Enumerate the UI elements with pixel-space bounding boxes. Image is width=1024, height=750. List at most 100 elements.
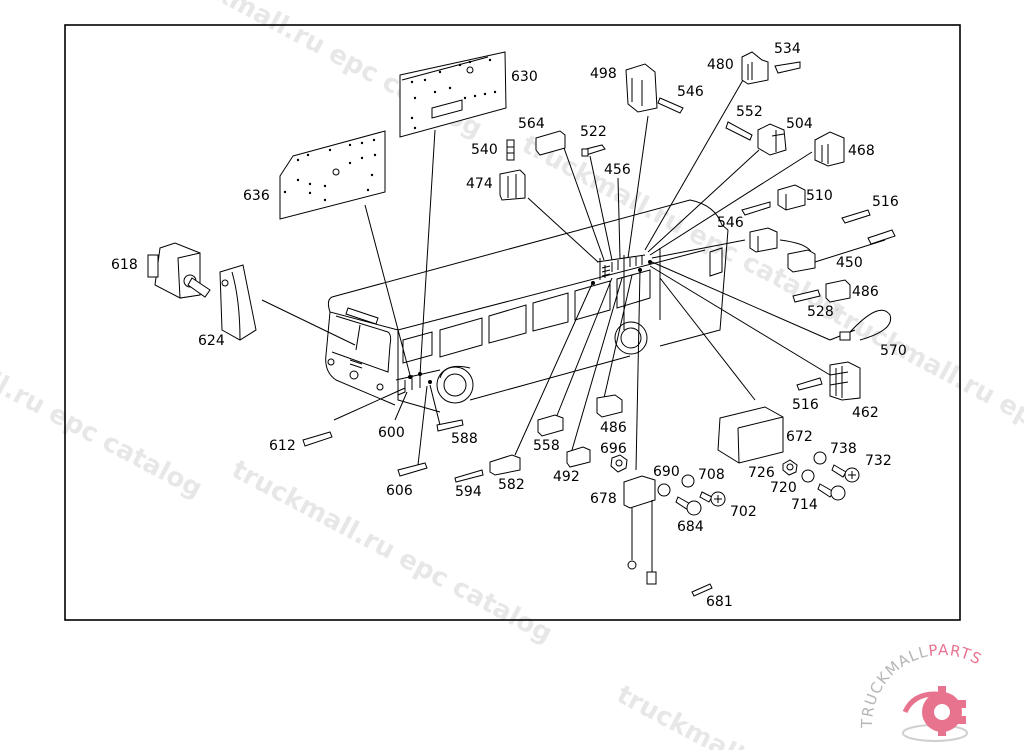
part-720-washer[interactable] (801, 469, 815, 483)
part-546b-connector[interactable] (749, 227, 778, 253)
label-534: 534 (774, 41, 801, 57)
part-732-screw[interactable] (831, 464, 860, 483)
part-684-screw[interactable] (675, 496, 702, 516)
part-714-screw[interactable] (817, 483, 846, 501)
label-486b: 486 (600, 420, 627, 436)
label-546b: 546 (717, 215, 744, 231)
logo-text: TRUCKMALLPARTS (858, 641, 985, 729)
label-606: 606 (386, 483, 413, 499)
part-534-terminal[interactable] (774, 61, 801, 74)
label-450: 450 (836, 255, 863, 271)
label-732: 732 (865, 453, 892, 469)
part-708-washer[interactable] (681, 474, 695, 488)
part-618-toggle-switch[interactable] (147, 242, 211, 299)
label-612: 612 (269, 438, 296, 454)
label-504: 504 (786, 116, 813, 132)
label-510: 510 (806, 188, 833, 204)
part-681-connector-strip[interactable] (691, 583, 713, 597)
label-564: 564 (518, 116, 545, 132)
label-594: 594 (455, 484, 482, 500)
label-498: 498 (590, 66, 617, 82)
bus-illustration (325, 199, 729, 413)
label-552: 552 (736, 104, 763, 120)
part-labels: 630 636 618 624 564 540 474 522 456 498 … (111, 41, 907, 610)
label-726: 726 (748, 465, 775, 481)
part-546-terminal[interactable] (657, 97, 684, 114)
part-522-terminal[interactable] (581, 144, 606, 157)
label-528: 528 (807, 304, 834, 320)
part-474-connector[interactable] (499, 169, 526, 201)
watermark-text: truckmall.ru epc catalog (0, 310, 207, 505)
label-570: 570 (880, 343, 907, 359)
truckmallparts-logo: TRUCKMALLPARTS (858, 641, 985, 742)
part-468-connector[interactable] (814, 131, 845, 167)
label-696: 696 (600, 441, 627, 457)
part-612-terminal[interactable] (302, 431, 333, 447)
label-672: 672 (786, 429, 813, 445)
part-606-terminal[interactable] (397, 462, 428, 477)
label-714: 714 (791, 497, 818, 513)
part-702-screw[interactable] (699, 491, 726, 507)
part-564-connector[interactable] (535, 130, 566, 156)
part-570-cable-tie[interactable] (829, 309, 892, 341)
part-486b-connector[interactable] (596, 394, 623, 418)
watermark-text: truckmall.ru epc catalog (612, 680, 942, 750)
part-492-connector[interactable] (566, 446, 591, 468)
label-684: 684 (677, 519, 704, 535)
part-636-panel-plate[interactable] (279, 130, 386, 220)
parts (147, 51, 896, 597)
part-528-terminal[interactable] (792, 289, 821, 303)
label-540: 540 (471, 142, 498, 158)
label-558: 558 (533, 438, 560, 454)
diagram-frame (64, 24, 961, 621)
label-546: 546 (677, 84, 704, 100)
part-462-connector[interactable] (829, 361, 861, 401)
part-624-rocker-cap[interactable] (219, 264, 257, 341)
part-672-relay-box[interactable] (717, 406, 784, 464)
part-552-terminal[interactable] (725, 121, 753, 141)
part-630-circuit-board[interactable] (399, 51, 507, 138)
part-516b-terminal[interactable] (796, 377, 823, 391)
part-738-washer[interactable] (813, 451, 827, 465)
label-486: 486 (852, 284, 879, 300)
part-450-connector[interactable] (787, 229, 896, 273)
part-516-terminal[interactable] (841, 209, 871, 224)
label-582: 582 (498, 477, 525, 493)
part-480-connector[interactable] (741, 51, 769, 85)
part-582-connector[interactable] (489, 454, 521, 476)
part-594-terminal[interactable] (454, 469, 484, 483)
label-600: 600 (378, 425, 405, 441)
part-504-connector[interactable] (757, 123, 787, 156)
label-708: 708 (698, 467, 725, 483)
label-474: 474 (466, 176, 493, 192)
part-540-terminal[interactable] (506, 139, 515, 161)
label-624: 624 (198, 333, 225, 349)
leader-lines (261, 79, 886, 471)
part-678-module[interactable] (623, 475, 657, 585)
label-468: 468 (848, 143, 875, 159)
label-492: 492 (553, 469, 580, 485)
label-618: 618 (111, 257, 138, 273)
label-462: 462 (852, 405, 879, 421)
part-510-connector[interactable] (741, 184, 806, 216)
label-690: 690 (653, 464, 680, 480)
part-498-relay-socket[interactable] (625, 63, 658, 113)
label-630: 630 (511, 69, 538, 85)
part-486-connector[interactable] (825, 279, 851, 303)
label-636: 636 (243, 188, 270, 204)
part-696-nut[interactable] (610, 454, 628, 473)
part-726-nut[interactable] (782, 459, 798, 476)
label-738: 738 (830, 441, 857, 457)
label-678: 678 (590, 491, 617, 507)
part-588-terminal[interactable] (436, 419, 464, 432)
label-681: 681 (706, 594, 733, 610)
label-516b: 516 (792, 397, 819, 413)
part-558-connector[interactable] (537, 414, 564, 437)
label-516: 516 (872, 194, 899, 210)
label-702: 702 (730, 504, 757, 520)
label-588: 588 (451, 431, 478, 447)
label-480: 480 (707, 57, 734, 73)
part-690-washer[interactable] (657, 483, 671, 497)
